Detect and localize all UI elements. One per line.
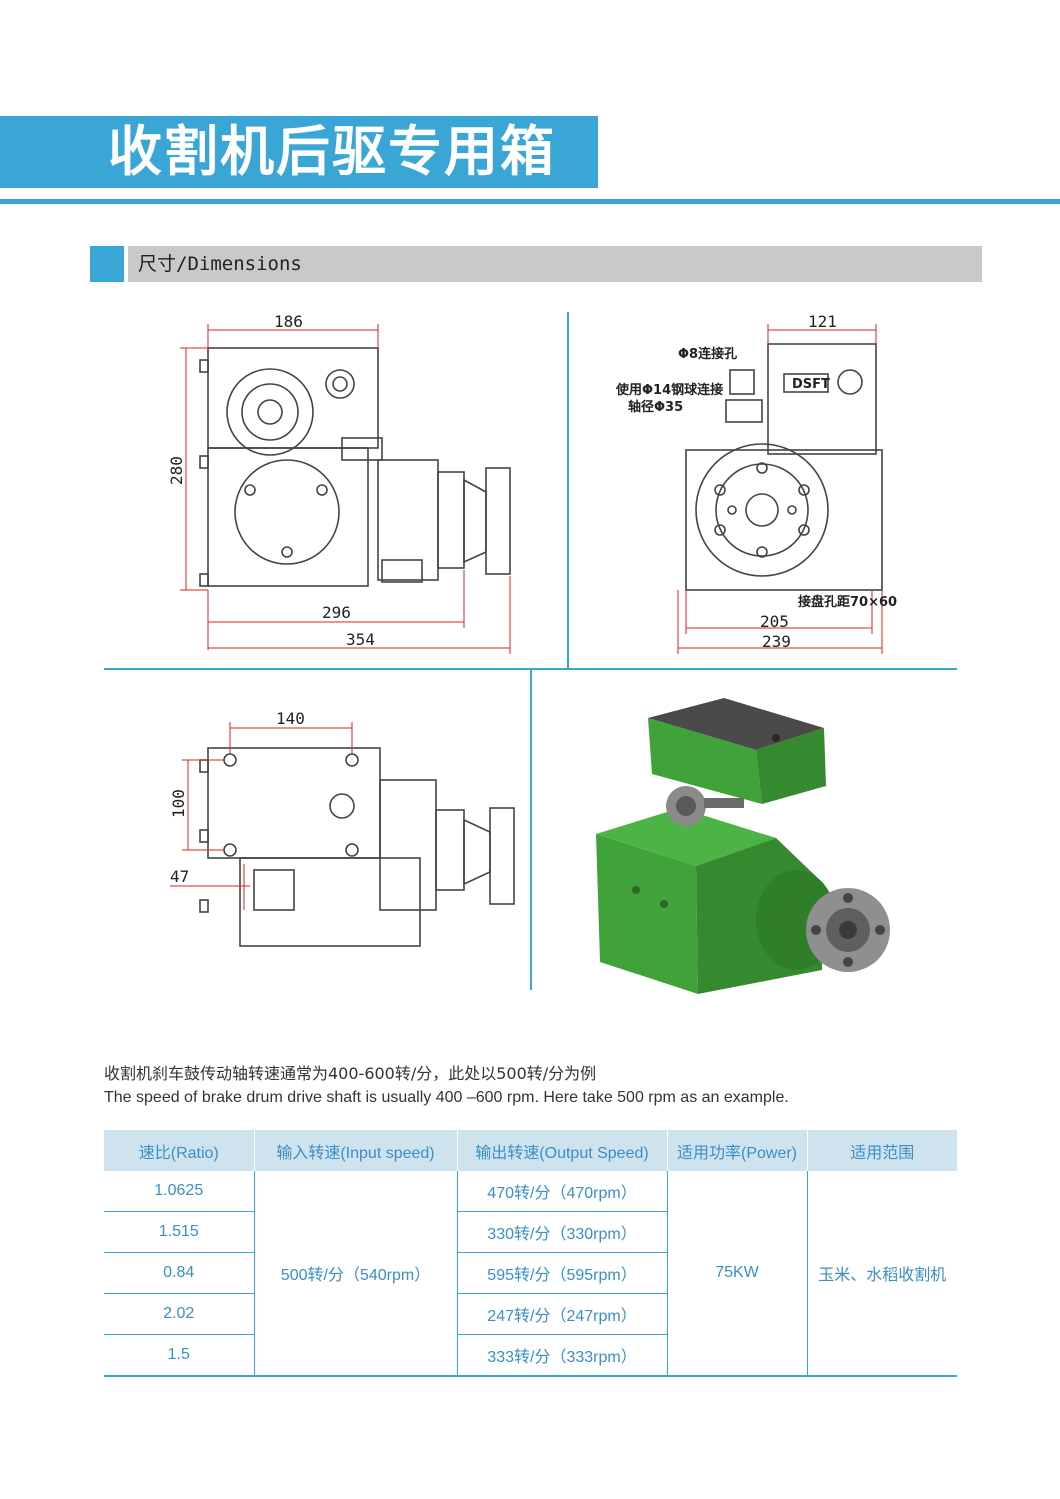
title-rule [0, 199, 1060, 204]
dim-354: 354 [346, 630, 375, 649]
ratio-cell: 2.02 [104, 1293, 255, 1335]
drawing-side-view: 121 Φ8连接孔 使用Φ14钢球连接 轴径Φ35 DSFT 接盘孔距70×60… [615, 312, 897, 654]
description-en: The speed of brake drum drive shaft is u… [104, 1089, 789, 1106]
drawing-top-view: 140 100 47 [169, 709, 515, 947]
power-cell: 75KW [667, 1171, 808, 1377]
dim-140: 140 [276, 709, 305, 728]
section-bar [128, 246, 982, 282]
dim-205: 205 [760, 612, 789, 631]
input-speed-cell: 500转/分（540rpm） [254, 1171, 458, 1377]
output-speed-cell: 595转/分（595rpm） [457, 1252, 668, 1294]
dim-296: 296 [322, 603, 351, 622]
ratio-cell: 1.515 [104, 1211, 255, 1253]
divider-vertical-bottom [530, 670, 532, 990]
title-bar [0, 116, 598, 188]
description-cn: 收割机刹车鼓传动轴转速通常为400-600转/分，此处以500转/分为例 [104, 1064, 597, 1083]
output-speed-cell: 247转/分（247rpm） [457, 1293, 668, 1335]
output-speed-cell: 333转/分（333rpm） [457, 1334, 668, 1377]
note-flange: 接盘孔距70×60 [798, 594, 897, 610]
table-header-cell: 输出转速(Output Speed) [457, 1130, 668, 1171]
table-header-cell: 适用范围 [807, 1130, 957, 1171]
section-marker [90, 246, 124, 282]
logo: DSFT [792, 377, 830, 392]
page-title: 收割机后驱专用箱 [108, 120, 556, 183]
dim-47: 47 [170, 867, 189, 886]
table-row: 0.84 595转/分（595rpm） [104, 1252, 957, 1294]
drawing-front-view: 186 280 296 354 [167, 312, 511, 654]
section-title: 尺寸/Dimensions [138, 253, 302, 275]
table-header-row: 速比(Ratio) 输入转速(Input speed) 输出转速(Output … [104, 1130, 957, 1171]
spec-table: 速比(Ratio) 输入转速(Input speed) 输出转速(Output … [104, 1130, 957, 1377]
table-row: 1.5 333转/分（333rpm） [104, 1334, 957, 1377]
dim-280: 280 [167, 456, 186, 485]
divider-vertical-top [567, 312, 569, 668]
table-row: 1.515 330转/分（330rpm） [104, 1211, 957, 1253]
divider-horizontal [104, 668, 957, 670]
table-header-cell: 输入转速(Input speed) [254, 1130, 458, 1171]
product-illustration [596, 698, 890, 994]
dim-186: 186 [274, 312, 303, 331]
ratio-cell: 1.0625 [104, 1171, 255, 1212]
ratio-cell: 1.5 [104, 1334, 255, 1377]
note-ball-1: 使用Φ14钢球连接 [615, 382, 723, 398]
dim-121: 121 [808, 312, 837, 331]
application-cell: 玉米、水稻收割机 [807, 1171, 957, 1377]
note-ball-2: 轴径Φ35 [628, 399, 683, 415]
dim-239: 239 [762, 632, 791, 651]
table-row: 2.02 247转/分（247rpm） [104, 1293, 957, 1335]
dim-100: 100 [169, 789, 188, 818]
table-header-cell: 速比(Ratio) [104, 1130, 255, 1171]
table-header-cell: 适用功率(Power) [667, 1130, 808, 1171]
table-row: 1.0625 500转/分（540rpm） 470转/分（470rpm） 75K… [104, 1171, 957, 1377]
output-speed-cell: 470转/分（470rpm） [457, 1171, 668, 1212]
output-speed-cell: 330转/分（330rpm） [457, 1211, 668, 1253]
ratio-cell: 0.84 [104, 1252, 255, 1294]
note-hole: Φ8连接孔 [678, 346, 737, 362]
